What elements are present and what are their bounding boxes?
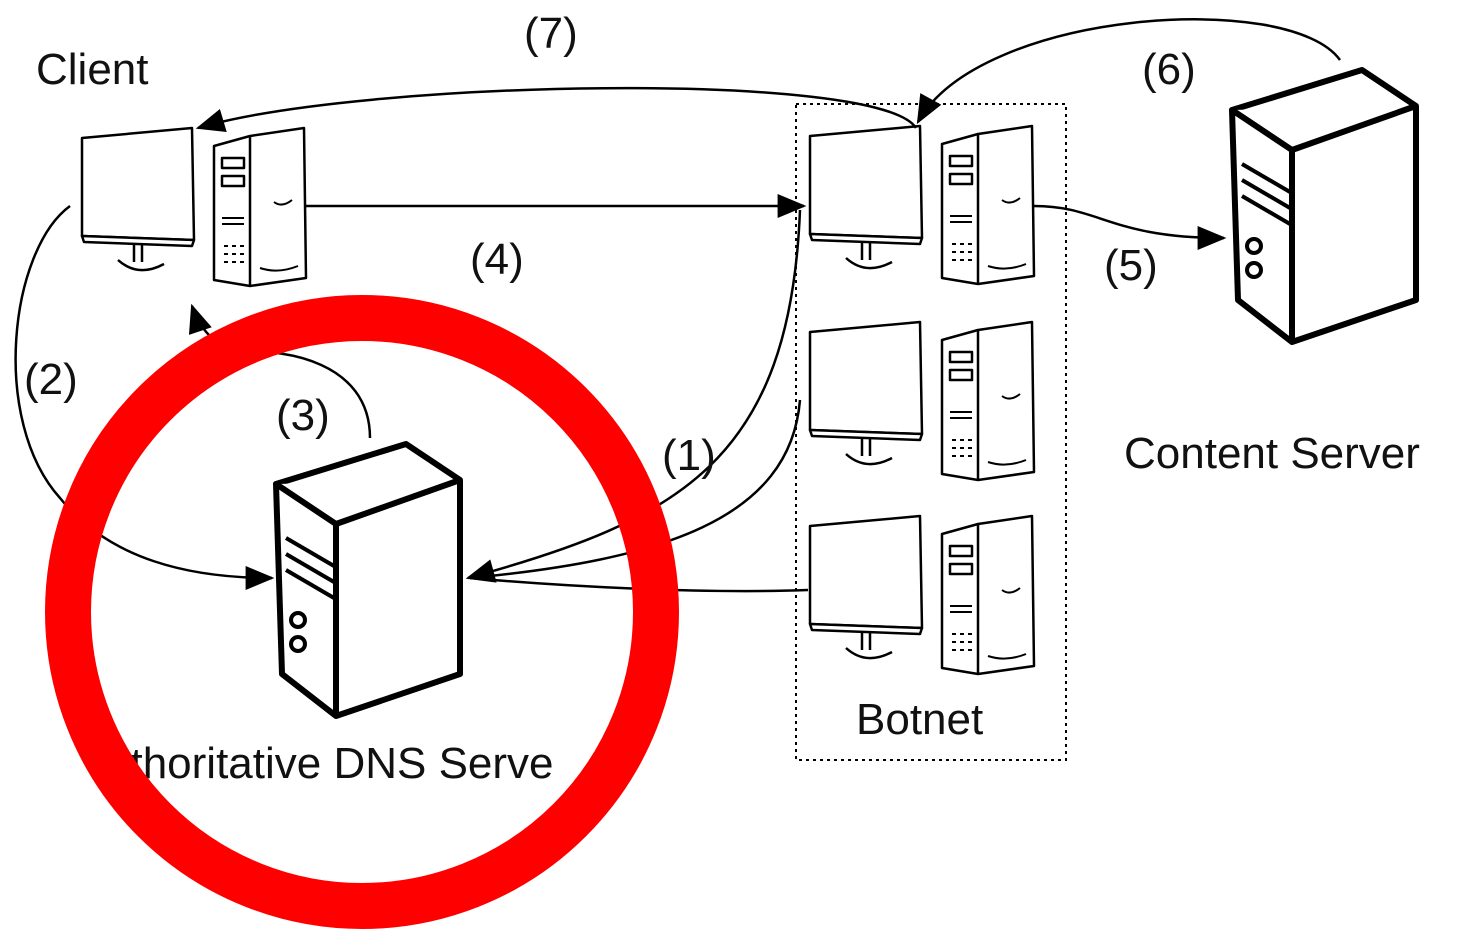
dns-server-label: uthoritative DNS Serve <box>106 739 554 788</box>
bot-computer-icon <box>808 514 1036 676</box>
client-computer-icon <box>80 126 308 288</box>
edge-6 <box>916 18 1342 125</box>
edge-5 <box>1033 204 1227 250</box>
step-label: (5) <box>1104 241 1158 290</box>
step-label: (6) <box>1142 45 1196 94</box>
step-label: (7) <box>524 9 578 58</box>
highlight-circle <box>45 295 679 929</box>
step-label: (2) <box>24 355 78 404</box>
edge-1 <box>469 399 802 580</box>
step-label: (1) <box>662 431 716 480</box>
dns-server-icon <box>276 444 460 716</box>
bot-computer-icon <box>808 124 1036 286</box>
client-label: Client <box>36 45 149 94</box>
bot-computer-icon <box>808 320 1036 482</box>
edge-2 <box>14 204 275 590</box>
content-server-icon <box>1232 70 1416 342</box>
botnet-label: Botnet <box>856 695 983 744</box>
edge-1 <box>465 209 802 583</box>
step-label: (3) <box>276 391 330 440</box>
step-label: (4) <box>470 235 524 284</box>
content-server-label: Content Server <box>1124 429 1420 478</box>
edge-7 <box>195 86 918 133</box>
